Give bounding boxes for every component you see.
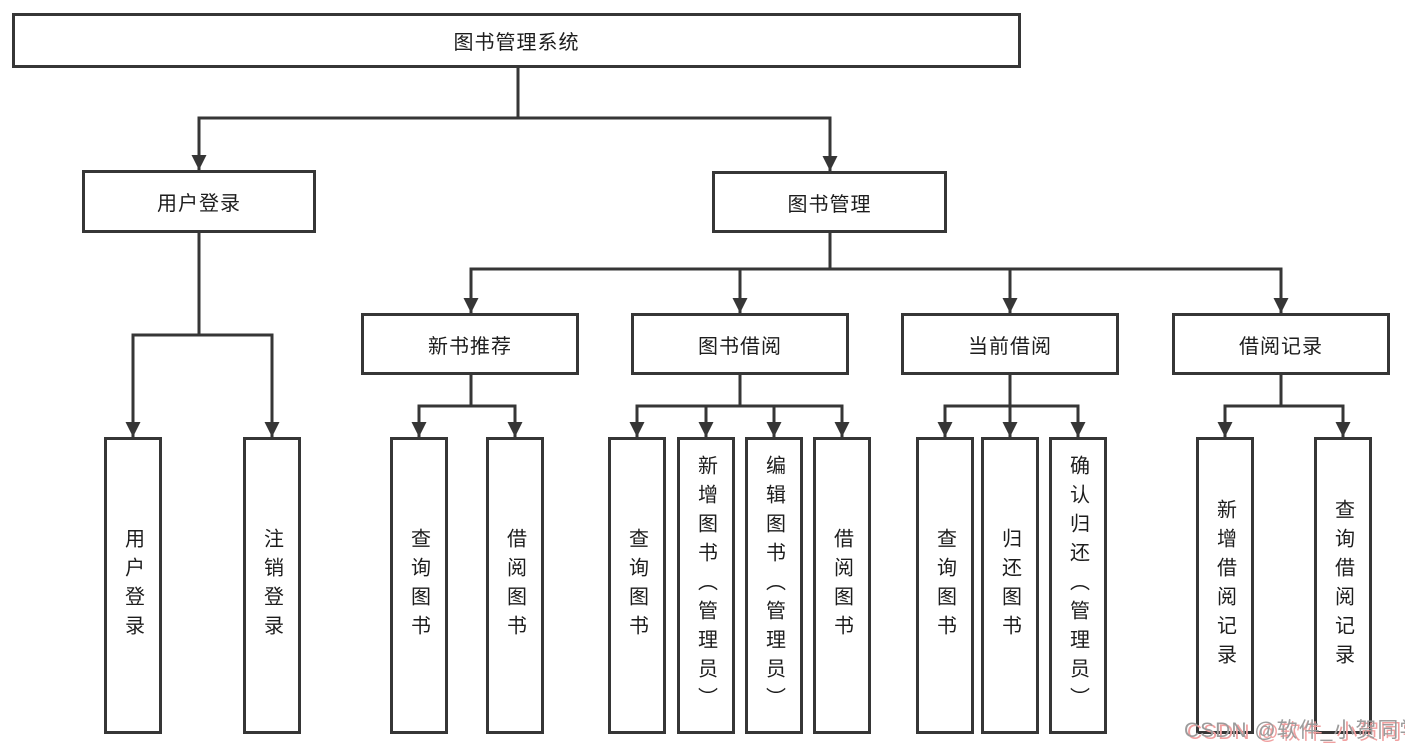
leaf-query-books-recommend: 查询图书 — [390, 437, 448, 734]
node-user-login: 用户登录 — [82, 170, 316, 233]
leaf-borrow-books: 借阅图书 — [813, 437, 871, 734]
node-root-system: 图书管理系统 — [12, 13, 1021, 68]
leaf-logout: 注销登录 — [243, 437, 301, 734]
connector-bookborrow-stem — [635, 375, 844, 408]
leaf-confirm-return-admin: 确认归还（管理员） — [1049, 437, 1107, 734]
leaf-add-book-admin: 新增图书（管理员） — [677, 437, 735, 734]
node-book-borrow: 图书借阅 — [631, 313, 849, 375]
connector-borrowrecords-stem — [1223, 375, 1345, 408]
connector-userlogin-stem — [131, 233, 274, 337]
node-book-management: 图书管理 — [712, 171, 947, 233]
leaf-query-books-current: 查询图书 — [916, 437, 974, 734]
leaf-return-book: 归还图书 — [981, 437, 1039, 734]
leaf-borrow-books-recommend: 借阅图书 — [486, 437, 544, 734]
node-borrow-records: 借阅记录 — [1172, 313, 1390, 375]
leaf-query-borrow-record: 查询借阅记录 — [1314, 437, 1372, 734]
leaf-query-books-borrow: 查询图书 — [608, 437, 666, 734]
leaf-edit-book-admin: 编辑图书（管理员） — [745, 437, 803, 734]
leaf-user-login: 用户登录 — [104, 437, 162, 734]
leaf-add-borrow-record: 新增借阅记录 — [1196, 437, 1254, 734]
csdn-watermark: CSDN @软件_小贺同学 — [1184, 719, 1405, 742]
node-current-borrow: 当前借阅 — [901, 313, 1119, 375]
connector-newbook-stem — [417, 375, 517, 408]
connector-currentborrow-stem — [943, 375, 1080, 408]
connector-bookmgmt-stem — [469, 233, 1283, 271]
node-new-book-recommend: 新书推荐 — [361, 313, 579, 375]
